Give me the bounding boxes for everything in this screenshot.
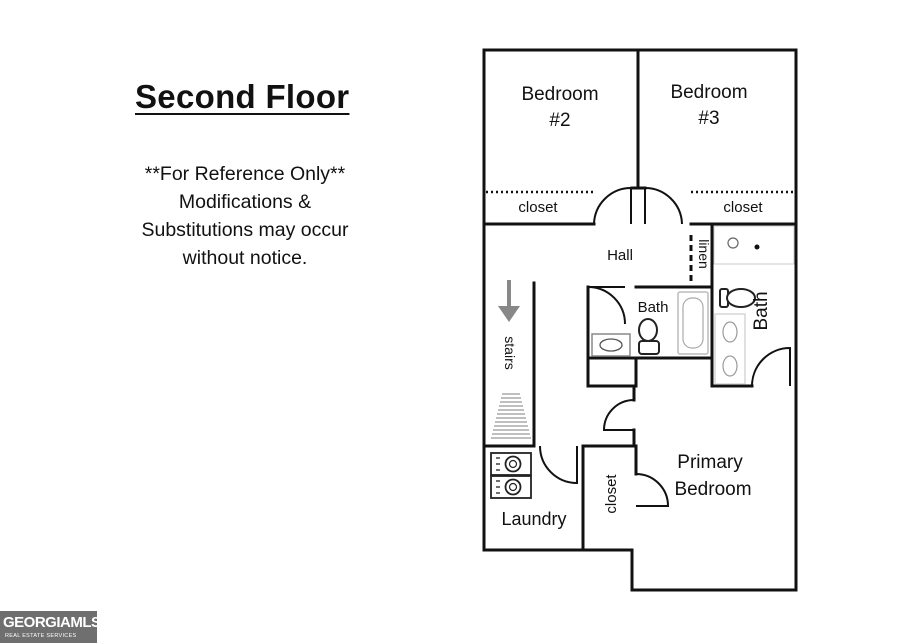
hall-bath-label: Bath xyxy=(638,299,669,316)
double-vanity-icon xyxy=(714,313,746,385)
hall-bath-fixtures xyxy=(591,291,709,357)
bedroom3-door-swing xyxy=(644,187,683,225)
stair-treads xyxy=(491,393,531,439)
note-line-1: **For Reference Only** xyxy=(144,163,346,185)
laundry-label: Laundry xyxy=(501,509,566,529)
washer-icon xyxy=(490,452,532,476)
vanity-icon xyxy=(591,333,631,357)
toilet-bowl-icon xyxy=(726,288,756,308)
watermark-logo: GEORGIAMLS xyxy=(3,614,101,631)
stairs-label: stairs xyxy=(502,336,518,369)
primary-bedroom-door-swing xyxy=(602,399,635,431)
watermark-subtitle: REAL ESTATE SERVICES xyxy=(5,633,77,639)
bedroom3-label-2: #3 xyxy=(698,108,719,129)
closet-b3-label: closet xyxy=(723,199,763,216)
primary-closet-label: closet xyxy=(603,474,620,514)
georgia-mls-watermark: GEORGIAMLS REAL ESTATE SERVICES xyxy=(0,611,101,643)
bedroom3-label-1: Bedroom xyxy=(670,82,747,103)
bathtub-basin-icon xyxy=(682,297,704,349)
door-swings xyxy=(539,186,791,507)
laundry-door-swing xyxy=(539,445,578,485)
primary-bath-door-swing xyxy=(751,346,791,387)
walls xyxy=(482,48,798,592)
shower-drain-icon xyxy=(754,244,760,250)
bathtub-icon xyxy=(677,291,709,355)
hall-label: Hall xyxy=(607,247,633,264)
note-line-3: Substitutions may occur xyxy=(141,219,349,241)
shower-head-icon xyxy=(727,237,739,249)
primary-bath-label: Bath xyxy=(751,291,772,330)
linen-label: linen xyxy=(696,239,712,269)
sink-icon xyxy=(599,338,623,352)
stairs xyxy=(491,280,531,439)
primary-bath-fixtures xyxy=(713,225,795,385)
page-title: Second Floor xyxy=(135,78,350,115)
sink-icon xyxy=(722,321,738,343)
shower-icon xyxy=(713,225,795,265)
dryer-icon xyxy=(490,475,532,499)
primary-closet-door-swing xyxy=(635,473,670,507)
bedroom2-door-swing xyxy=(593,186,632,225)
primary-bedroom-label-2: Bedroom xyxy=(674,479,751,500)
hall-bath-door-swing xyxy=(587,286,626,325)
stair-arrow-icon xyxy=(498,306,520,322)
room-labels: Bedroom #2 Bedroom #3 closet closet Hall… xyxy=(501,82,772,529)
bedroom2-label-1: Bedroom xyxy=(521,84,598,105)
toilet-tank-icon xyxy=(638,340,660,355)
bedroom2-label-2: #2 xyxy=(549,110,570,131)
outer-wall xyxy=(482,48,798,592)
closet-b2-label: closet xyxy=(518,199,558,216)
disclaimer-note: **For Reference Only** Modifications & S… xyxy=(110,160,380,272)
note-line-4: without notice. xyxy=(182,247,308,269)
note-line-2: Modifications & xyxy=(178,191,312,213)
sink-icon xyxy=(722,355,738,377)
primary-bedroom-label-1: Primary xyxy=(677,452,743,473)
laundry-machines xyxy=(490,452,532,499)
toilet-bowl-icon xyxy=(638,318,658,342)
